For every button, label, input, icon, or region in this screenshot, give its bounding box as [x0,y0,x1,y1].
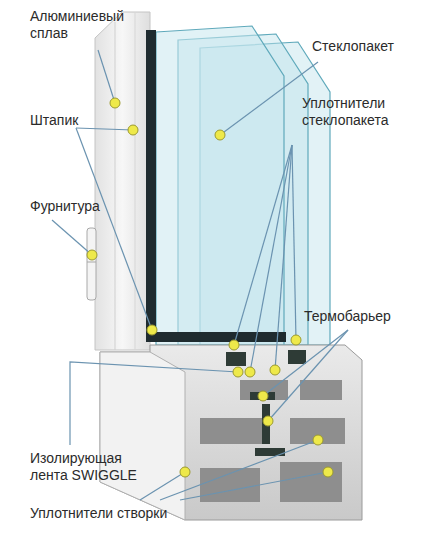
callout-dot [263,416,273,426]
leader-line [140,472,185,500]
glass-pane [156,26,284,345]
callout-label: Уплотнители створки [30,505,290,522]
callout-dot [245,367,255,377]
callout-label: Фурнитура [30,198,130,215]
frame-profile [115,22,116,350]
callout-dot [215,130,225,140]
callout-dot [258,391,268,401]
leader-line [234,145,292,345]
callout-dot [147,325,157,335]
callout-dot [270,365,280,375]
glass-gasket [146,30,156,342]
section-profile [300,380,342,400]
callout-label: Алюминиевый сплав [30,8,130,42]
section-profile [288,350,306,364]
leader-line [98,50,115,103]
leader-line [275,145,292,370]
hinge [87,228,96,300]
leader-line [263,330,348,396]
section-profile [200,418,268,444]
leader-line [52,220,92,255]
glass-gasket [146,332,286,342]
callout-label: Стеклопакет [312,38,422,55]
section-profile [250,392,275,400]
callout-dot [233,367,243,377]
callout-dot [323,467,333,477]
callout-dot [128,125,138,135]
section-profile [280,462,342,502]
leader-line [292,145,296,340]
callout-dot [87,98,333,477]
leader-line [250,145,292,372]
leader-line [70,362,238,445]
glass-pane [156,26,330,345]
leader-line [268,330,348,421]
frame-profile [95,12,150,350]
callout-dot [229,340,239,350]
section-profile [240,380,288,400]
glass-gasket [146,30,286,342]
section-profile [290,418,345,444]
frame-profile [135,12,136,350]
frame-profile [95,12,150,350]
section-profile [226,352,246,366]
callout-dot [291,335,301,345]
leader-line [76,128,133,130]
callout-label: Штапик [30,112,110,129]
leader-line [76,128,152,330]
callout-label: Термобарьер [304,308,424,325]
leader-line [160,440,318,500]
hinge [87,228,96,300]
callout-dot [180,467,190,477]
callout-dot [87,250,97,260]
callout-dot [313,435,323,445]
hinge [87,262,96,263]
callout-dot [110,98,120,108]
callout-label: Изолирующая лента SWIGGLE [30,450,148,484]
leader-line [180,472,328,500]
callout-label: Уплотнители стеклопакета [302,95,427,129]
